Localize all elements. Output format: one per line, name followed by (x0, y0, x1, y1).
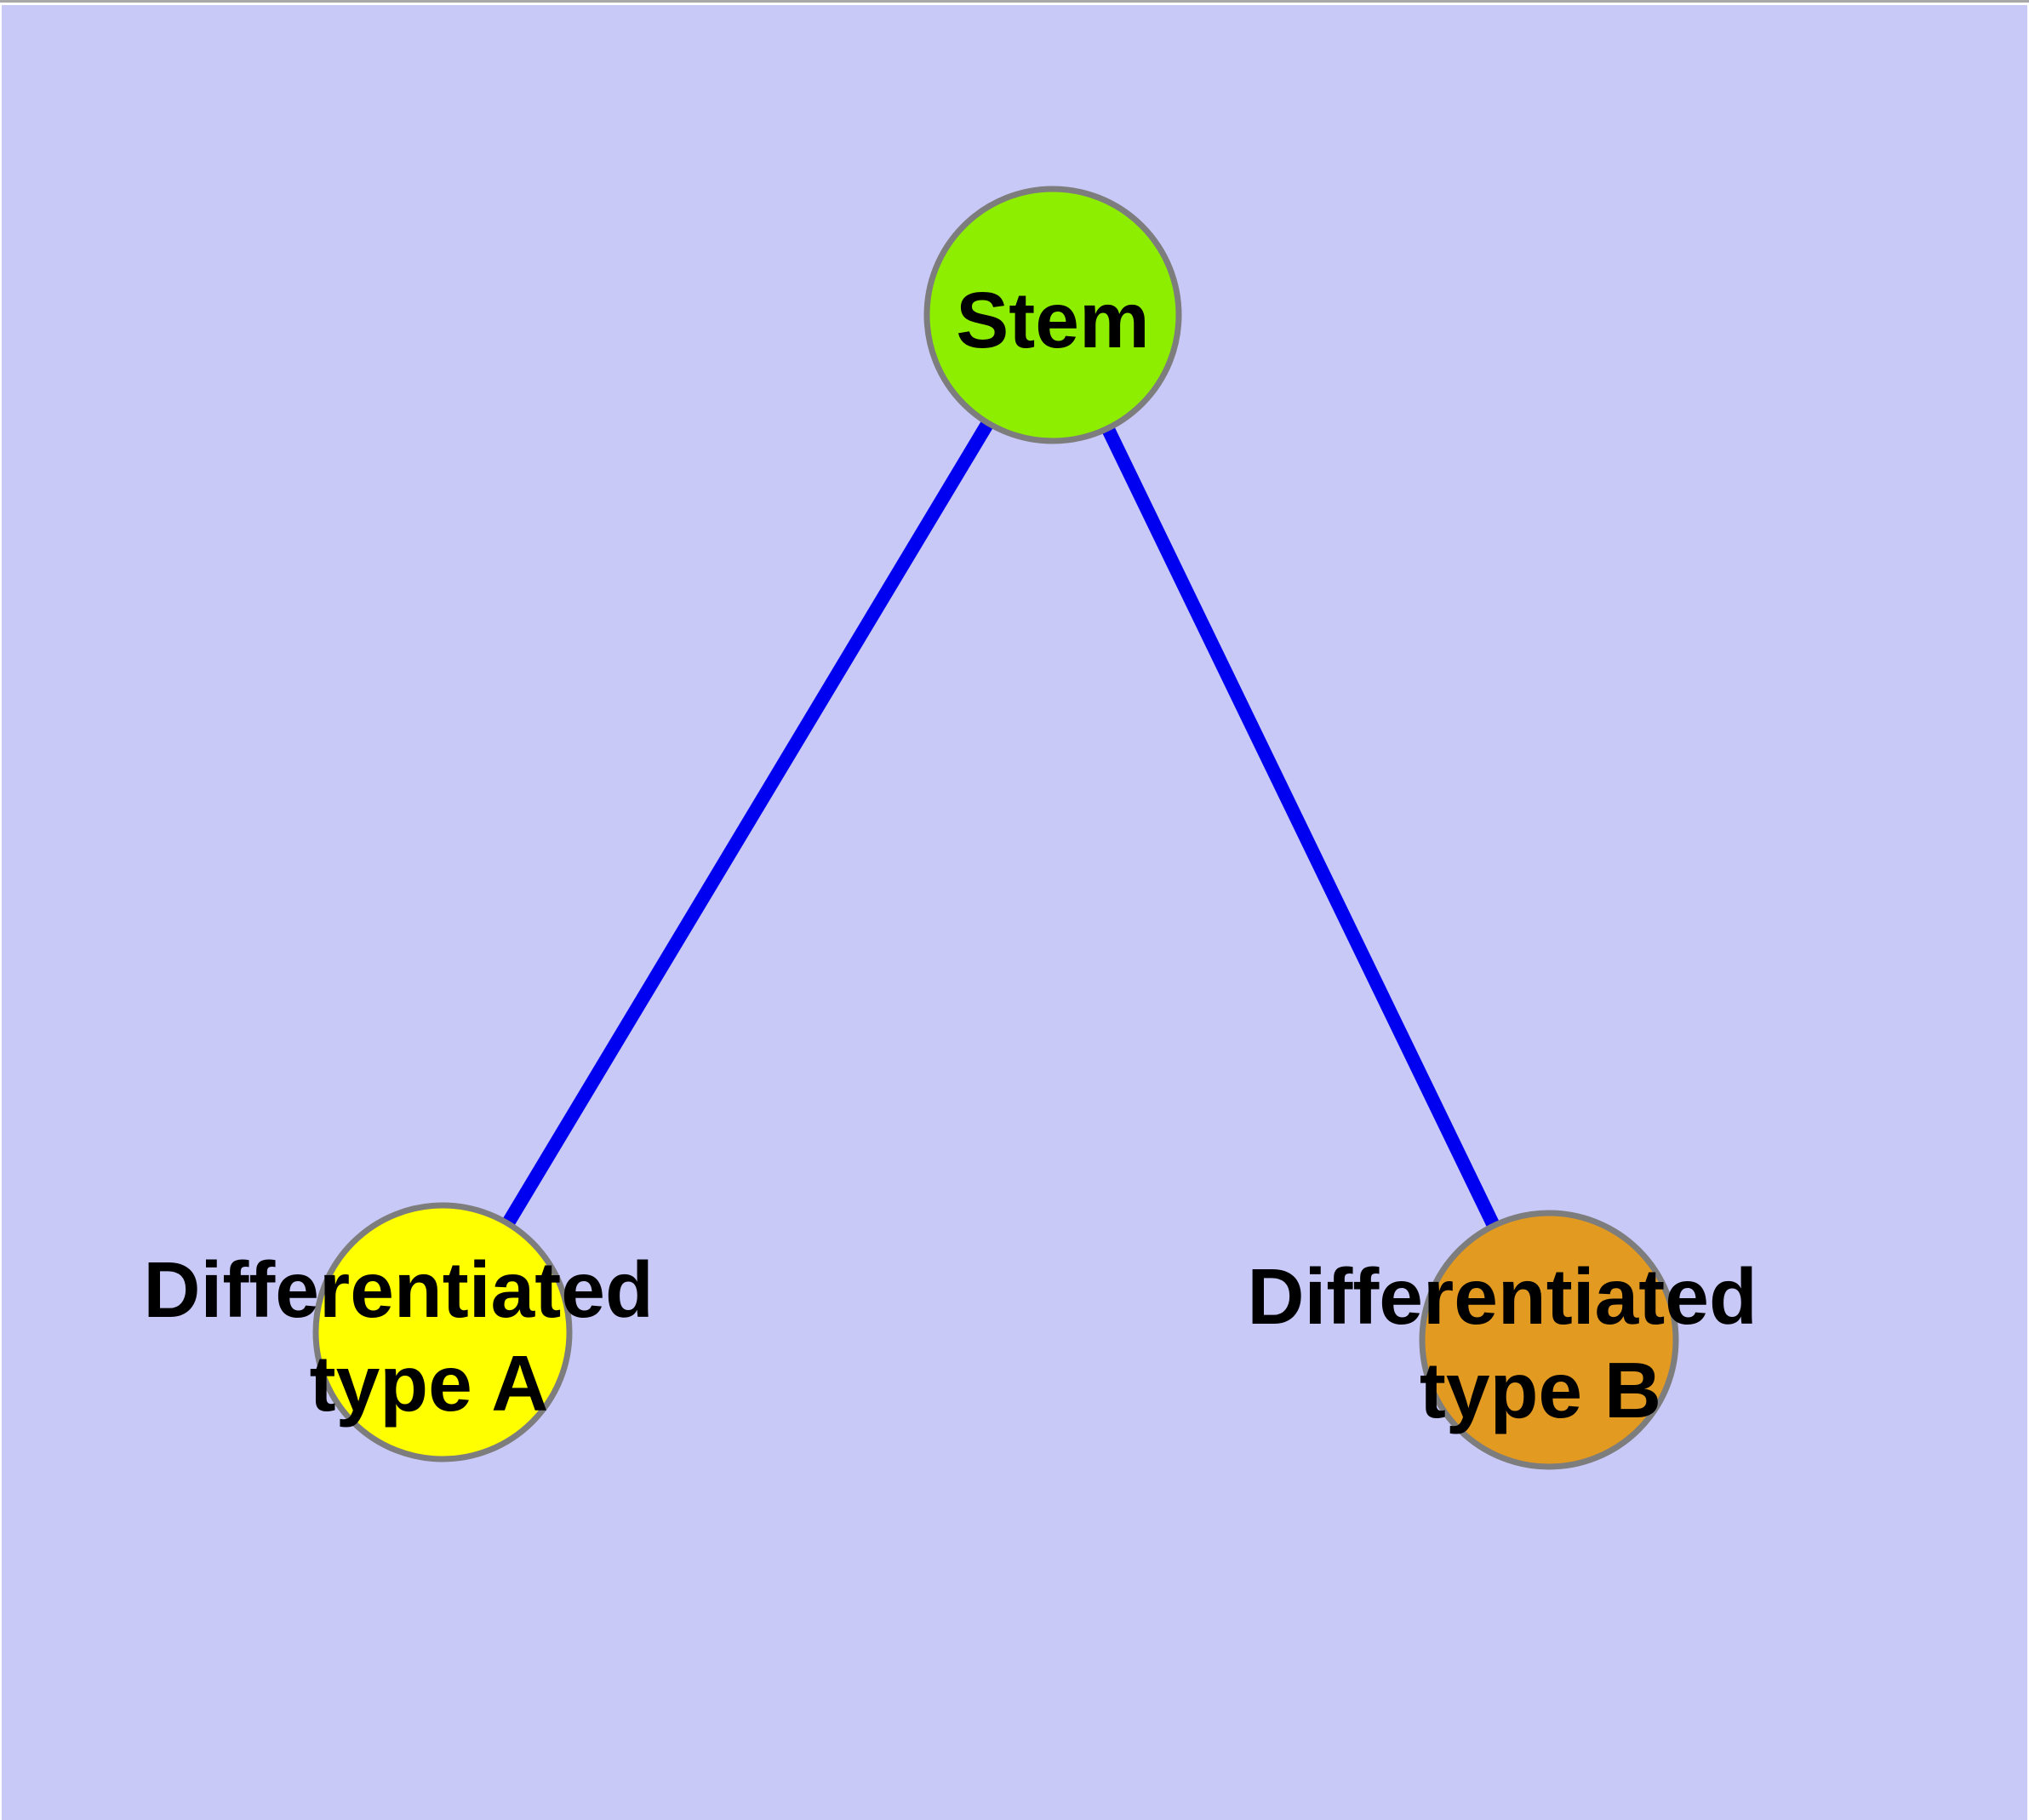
node-type-a-label-line2: type A (310, 1339, 549, 1428)
edge-stem-to-type-a (437, 311, 1059, 1336)
window-top-border (0, 0, 2029, 3)
node-type-a-label: Differentiated type A (143, 1245, 675, 1428)
edge-stem-to-type-b (1046, 312, 1556, 1343)
node-type-b-label: Differentiated type B (1247, 1252, 1779, 1434)
node-differentiated-type-a (312, 1202, 573, 1462)
node-stem (923, 186, 1182, 444)
node-type-b-label-line2: type B (1420, 1346, 1661, 1434)
node-differentiated-type-b (1419, 1210, 1679, 1470)
node-type-b-label-line1: Differentiated (1247, 1252, 1757, 1341)
node-type-a-label-line1: Differentiated (143, 1245, 653, 1334)
node-stem-label: Stem (956, 276, 1149, 364)
